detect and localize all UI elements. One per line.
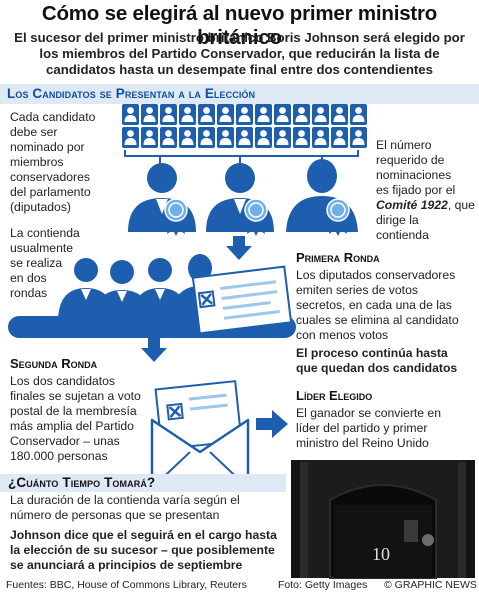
door-number: 10	[372, 544, 390, 564]
page-title: Cómo se elegirá al nuevo primer ministro…	[41, 2, 438, 49]
committee-text: El número requerido de nominaciones es f…	[376, 138, 475, 242]
ballot-icon	[191, 265, 293, 335]
sources: Fuentes: BBC, House of Commons Library, …	[6, 579, 247, 591]
timing-title: ¿Cuánto Tiempo Tomará?	[8, 475, 156, 490]
section-title: Los Candidatos se Presentan a la Elecció…	[7, 86, 256, 101]
leader-text: El ganador se convierte en líder del par…	[296, 406, 441, 450]
nomination-text: Cada candidato debe ser nominado por mie…	[10, 110, 96, 214]
section-band	[0, 84, 479, 104]
first-round-title: Primera Ronda	[296, 250, 380, 265]
downing-street-photo: 10	[291, 460, 475, 579]
page-subtitle: El sucesor del primer ministro británico…	[14, 30, 465, 77]
nominator-person-icon	[122, 104, 367, 148]
candidate-icon	[128, 159, 358, 232]
second-round-title: Segunda Ronda	[10, 356, 98, 371]
second-round-text: Los dos candidatos finales se sujetan a …	[10, 374, 141, 463]
nominator-icons	[122, 104, 367, 148]
first-round-text: Los diputados conservadores emiten serie…	[296, 268, 459, 342]
arrow-icon	[226, 236, 252, 260]
leader-title: Líder Elegido	[296, 388, 373, 403]
photo-credit: Foto: Getty Images	[278, 579, 368, 591]
arrow-icon	[256, 410, 288, 438]
rounds-text: La contienda usualmente se realiza en do…	[10, 226, 80, 300]
envelope-icon	[150, 380, 250, 490]
first-round-bold-text: El proceso continúa hasta que quedan dos…	[296, 346, 458, 375]
committee-name: Comité 1922	[376, 198, 448, 212]
timing-bold-text: Johnson dice que el seguirá en el cargo …	[10, 528, 277, 572]
timing-band	[0, 474, 286, 492]
arrow-icon	[141, 338, 167, 362]
timing-text: La duración de la contienda varía según …	[10, 493, 240, 522]
copyright: © GRAPHIC NEWS	[384, 579, 477, 591]
